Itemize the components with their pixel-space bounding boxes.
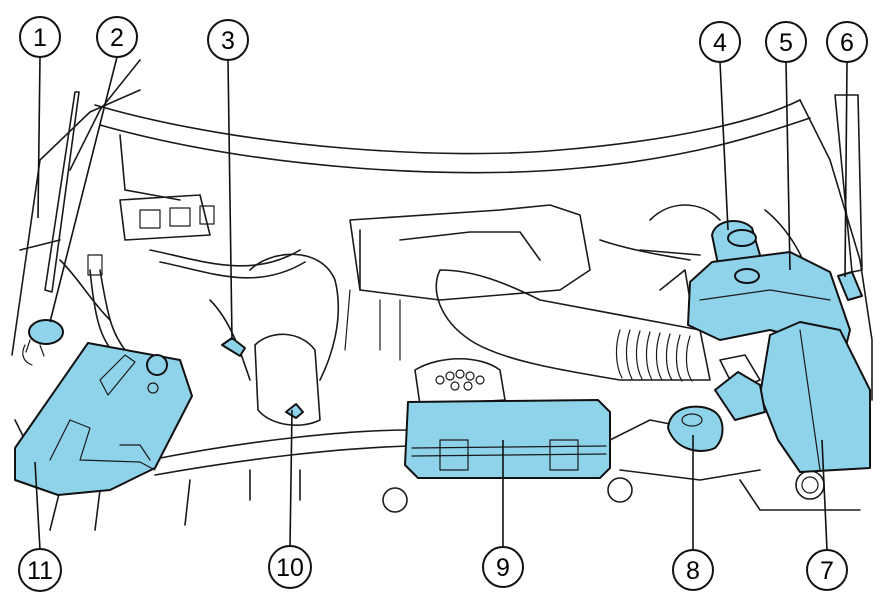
transmission-dipstick-part: [286, 404, 303, 418]
fuse-box-part: [405, 400, 610, 478]
svg-text:6: 6: [840, 29, 854, 57]
svg-text:2: 2: [110, 24, 124, 52]
svg-text:1: 1: [33, 24, 47, 52]
svg-text:8: 8: [686, 557, 700, 585]
callout-8: 8: [673, 550, 713, 590]
callout-7: 7: [807, 550, 847, 590]
air-filter-housing-part: [760, 322, 870, 472]
callout-6: 6: [827, 22, 867, 62]
oil-filler-cap-part: [668, 407, 723, 451]
callout-9: 9: [483, 547, 523, 587]
callout-1: 1: [20, 17, 60, 57]
svg-text:4: 4: [713, 29, 727, 57]
callout-11: 11: [19, 549, 61, 591]
oil-dipstick-part: [222, 338, 245, 356]
svg-text:10: 10: [276, 554, 304, 582]
svg-text:7: 7: [820, 557, 834, 585]
highlighted-parts: [15, 221, 870, 495]
svg-text:5: 5: [779, 29, 793, 57]
callout-5: 5: [766, 22, 806, 62]
svg-text:11: 11: [27, 557, 53, 585]
power-steering-reservoir-part: [838, 272, 862, 300]
callout-4: 4: [700, 22, 740, 62]
callout-10: 10: [269, 546, 311, 588]
svg-text:9: 9: [496, 554, 510, 582]
callout-2: 2: [97, 17, 137, 57]
svg-text:3: 3: [221, 27, 235, 55]
callout-3: 3: [208, 20, 248, 60]
washer-reservoir-cap-part: [29, 320, 63, 344]
